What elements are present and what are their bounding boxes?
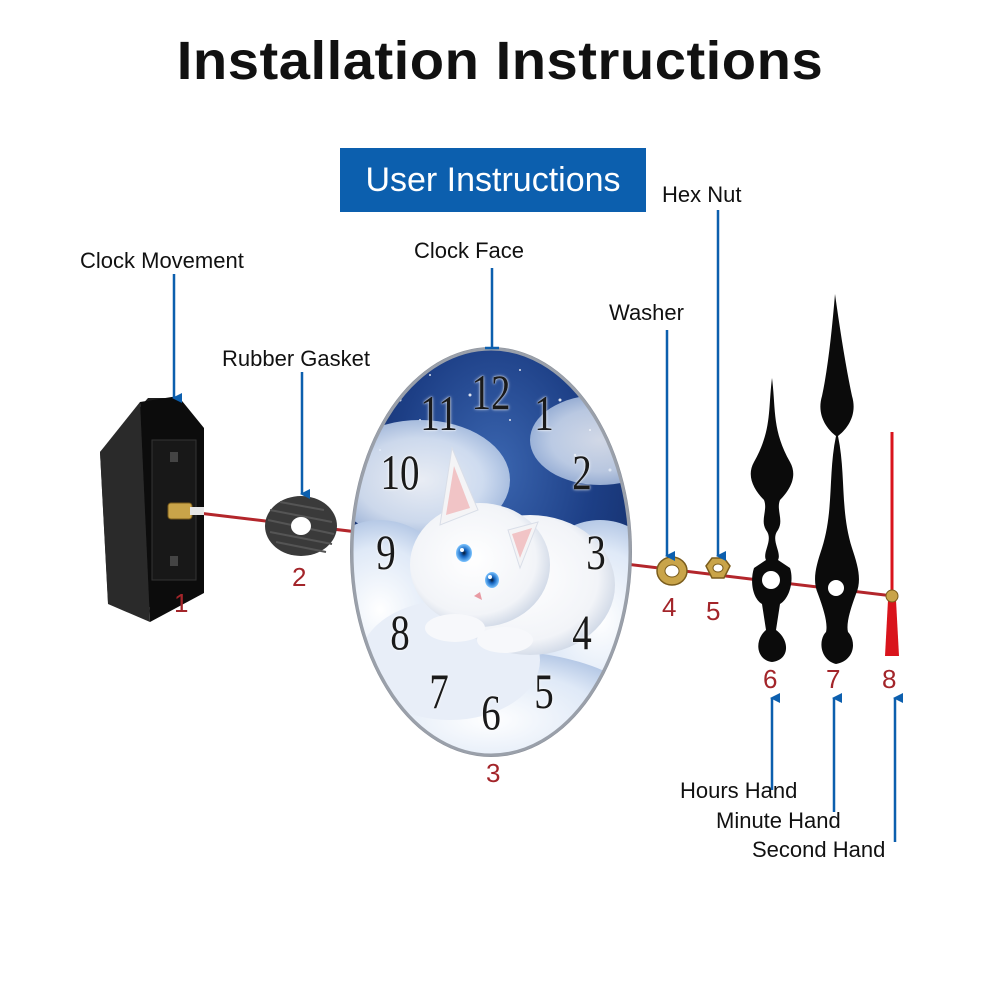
part-number-3: 3 <box>486 758 501 788</box>
second-hand <box>885 432 899 656</box>
washer <box>656 556 688 586</box>
part-number-6: 6 <box>763 664 778 694</box>
dial-numeral-10: 10 <box>380 444 420 500</box>
rubber-gasket <box>265 496 337 556</box>
label-rubber-gasket: Rubber Gasket <box>222 346 370 371</box>
label-clock-face: Clock Face <box>414 238 525 263</box>
dial-numeral-3: 3 <box>586 524 606 580</box>
part-number-5: 5 <box>706 596 721 626</box>
hours-hand <box>750 378 794 662</box>
dial-numeral-12: 12 <box>471 364 511 420</box>
part-number-4: 4 <box>662 592 677 622</box>
dial-numeral-6: 6 <box>481 684 501 740</box>
page-title: Installation Instructions <box>176 31 824 91</box>
label-clock-movement: Clock Movement <box>80 248 244 273</box>
label-washer: Washer <box>609 300 684 325</box>
user-instructions-banner: User Instructions <box>340 148 646 212</box>
clock-face <box>350 347 632 757</box>
dial-numeral-4: 4 <box>572 604 592 660</box>
label-second-hand: Second Hand <box>752 837 886 862</box>
part-number-7: 7 <box>826 664 841 694</box>
dial-numeral-7: 7 <box>428 662 449 719</box>
part-number-8: 8 <box>882 664 897 694</box>
minute-hand <box>815 294 859 664</box>
dial-numeral-5: 5 <box>533 662 554 719</box>
dial-numeral-9: 9 <box>376 524 396 580</box>
dial-numeral-1: 1 <box>533 385 554 442</box>
part-number-1: 1 <box>174 588 189 618</box>
dial-numeral-11: 11 <box>419 385 458 442</box>
label-hex-nut: Hex Nut <box>662 182 742 207</box>
part-number-2: 2 <box>292 562 307 592</box>
dial-numeral-2: 2 <box>572 444 592 500</box>
label-hours-hand: Hours Hand <box>680 778 798 803</box>
hex-nut <box>705 557 731 579</box>
white-kitten-illustration <box>410 446 615 655</box>
clock-movement <box>100 396 204 622</box>
label-minute-hand: Minute Hand <box>716 808 841 833</box>
dial-numeral-8: 8 <box>390 604 410 660</box>
